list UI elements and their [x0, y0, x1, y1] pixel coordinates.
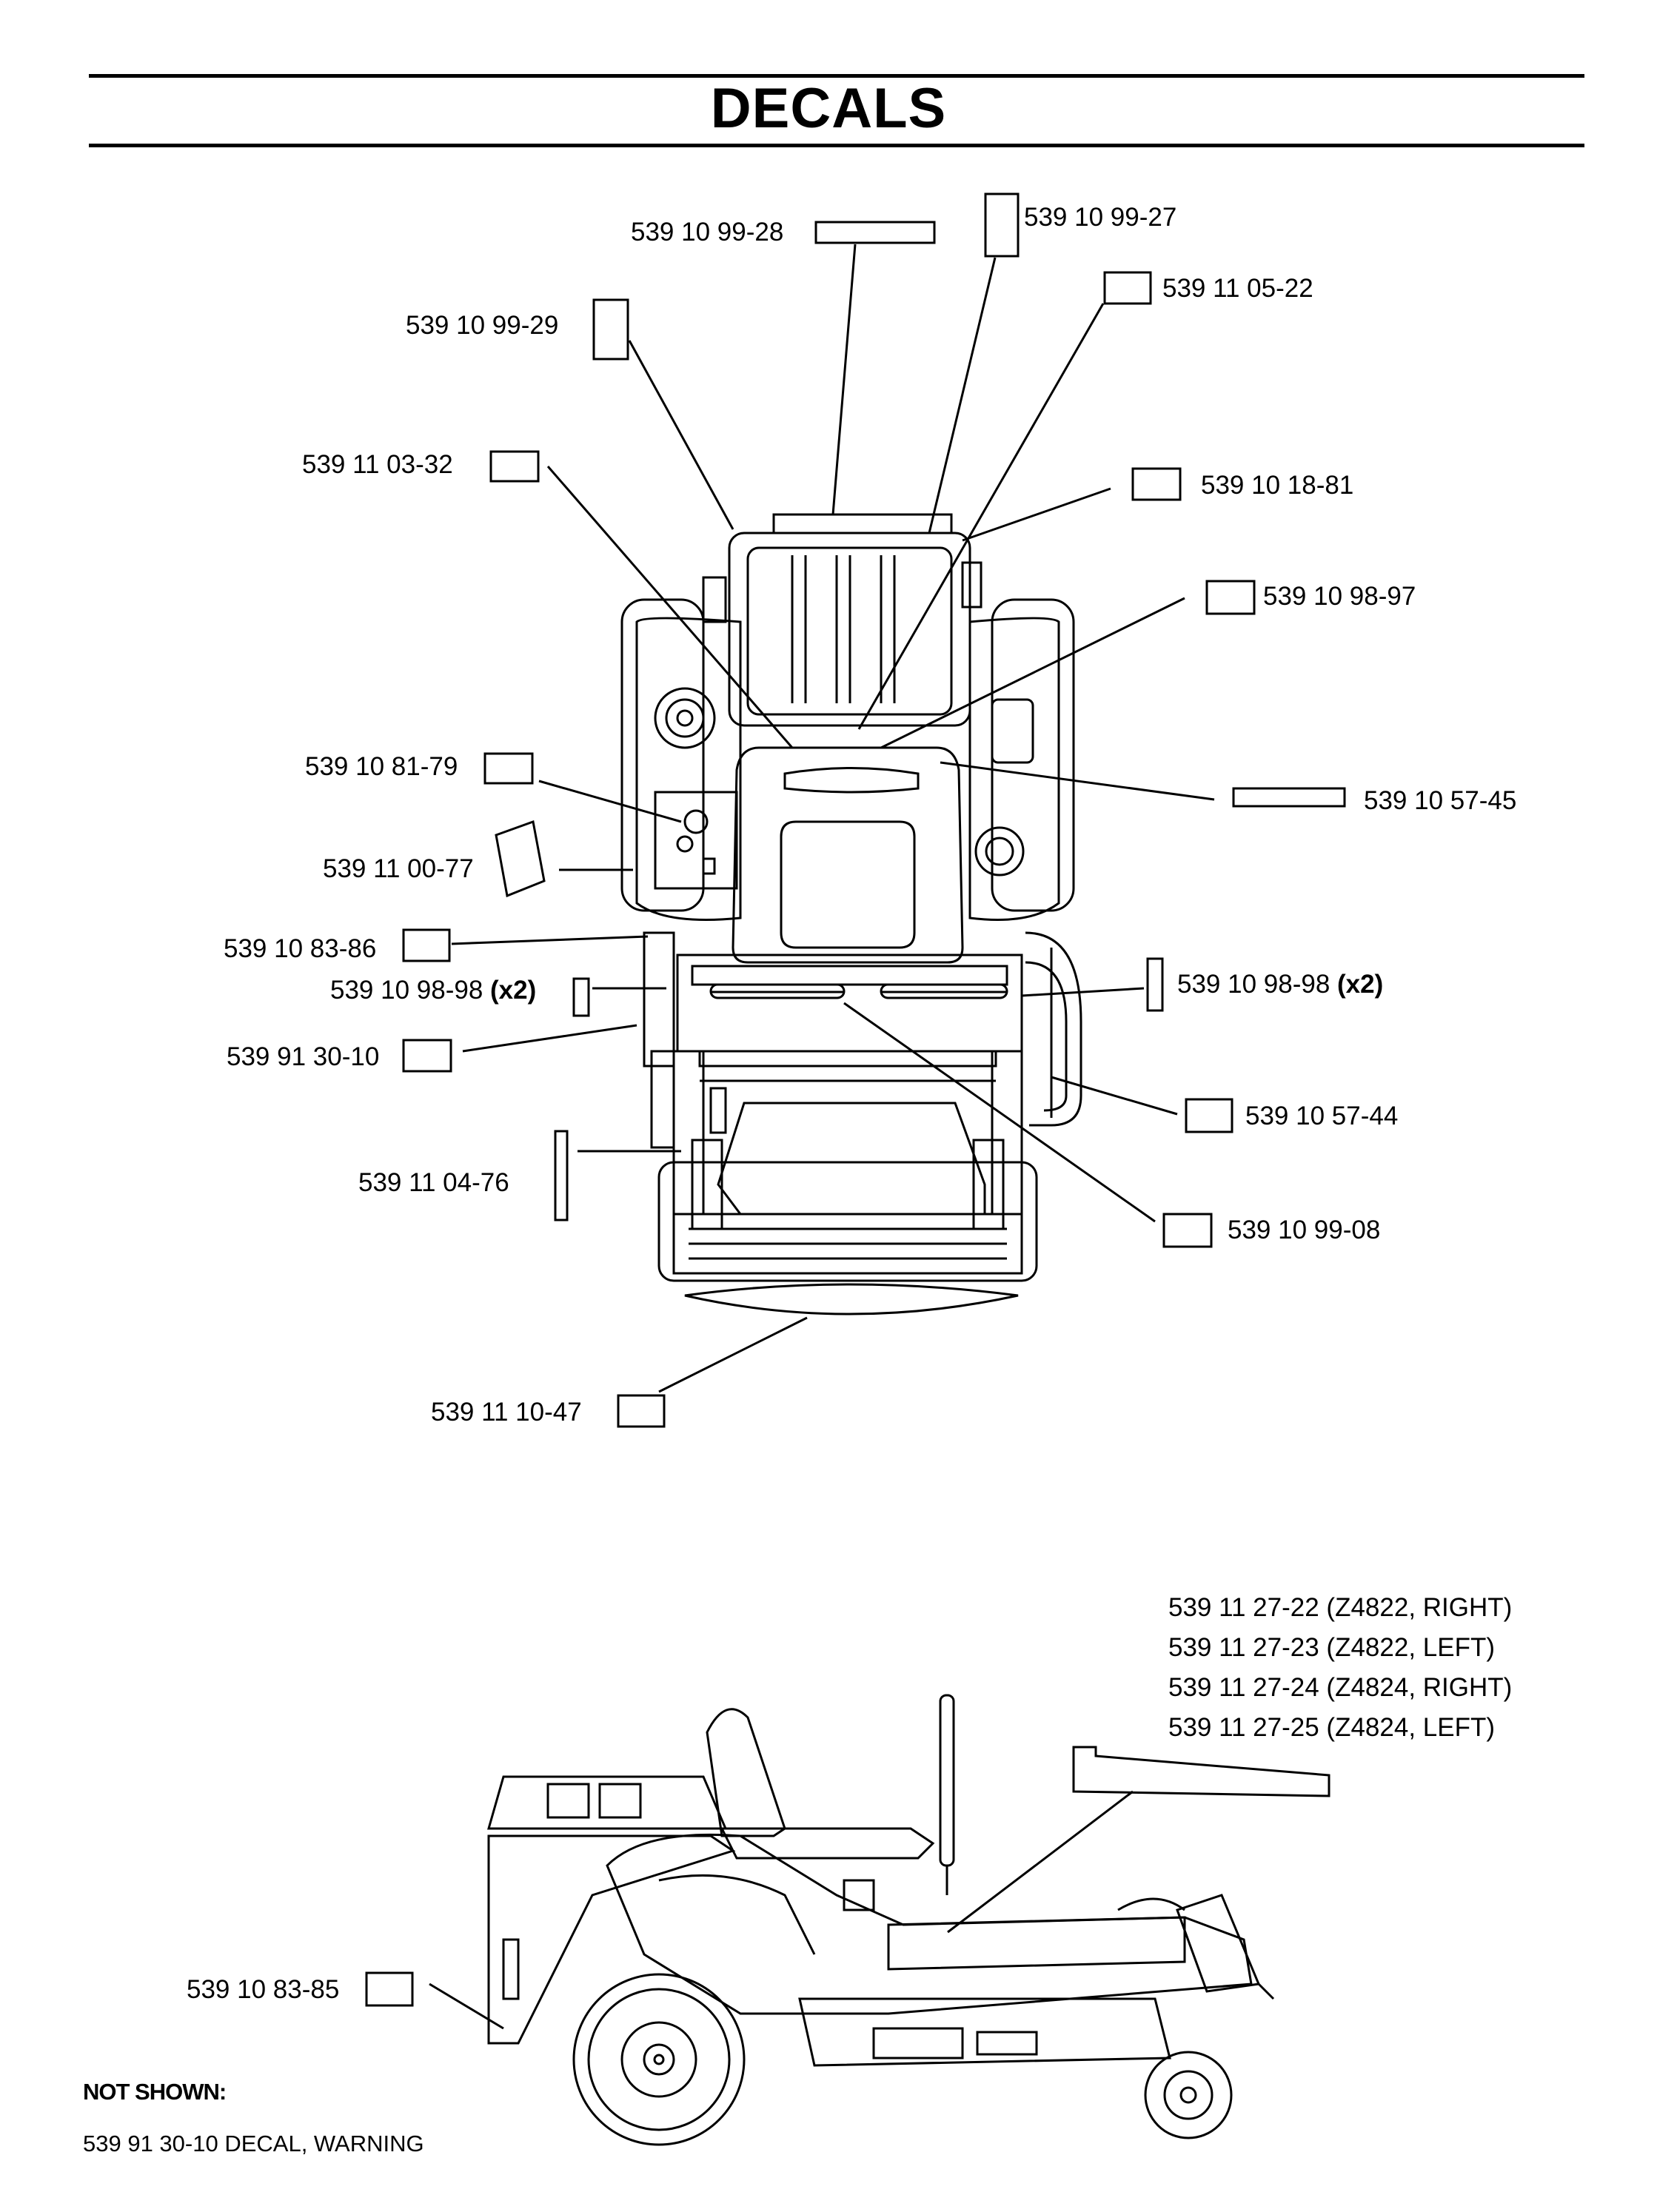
callout-label: 539 10 83-85 [187, 1975, 340, 2004]
callout-label: 539 11 05-22 [1162, 274, 1313, 303]
callout-label: 539 10 57-45 [1364, 786, 1517, 815]
side-view-label: 539 11 27-24 (Z4824, RIGHT) [1168, 1673, 1513, 1702]
title-rule-top [89, 74, 1584, 78]
callout-label: 539 10 98-98 (x2) [330, 976, 537, 1005]
not-shown-item: 539 91 30-10 DECAL, WARNING [83, 2131, 424, 2156]
title-rule-bottom [89, 144, 1584, 147]
callout-leaders [365, 192, 1346, 2030]
callout-label: 539 10 99-08 [1228, 1216, 1381, 1244]
callout-label: 539 11 03-32 [302, 450, 453, 479]
page-title: DECALS [710, 77, 947, 140]
side-view-label: 539 11 27-25 (Z4824, LEFT) [1168, 1713, 1495, 1742]
callout-label: 539 10 57-44 [1245, 1102, 1399, 1130]
side-view-label: 539 11 27-23 (Z4822, LEFT) [1168, 1633, 1495, 1662]
callout-label: 539 10 99-29 [406, 311, 559, 340]
mower-top-view [620, 513, 1082, 1316]
callout-label: 539 91 30-10 [227, 1042, 380, 1071]
side-view-label: 539 11 27-22 (Z4822, RIGHT) [1168, 1593, 1513, 1622]
callout-label: 539 10 99-28 [631, 218, 784, 247]
callout-label: 539 10 98-98 (x2) [1177, 970, 1384, 999]
mower-side-view [487, 1694, 1275, 2146]
callout-label: 539 10 18-81 [1201, 471, 1354, 500]
callout-label: 539 10 81-79 [305, 752, 458, 781]
callout-label: 539 10 98-97 [1263, 582, 1416, 611]
callout-label: 539 11 00-77 [323, 854, 474, 883]
callout-label: 539 11 04-76 [358, 1168, 509, 1197]
not-shown-heading: NOT SHOWN: [83, 2079, 227, 2105]
callout-label: 539 10 99-27 [1024, 203, 1177, 232]
callout-label: 539 10 83-86 [224, 934, 377, 963]
callout-label: 539 11 10-47 [431, 1398, 582, 1427]
